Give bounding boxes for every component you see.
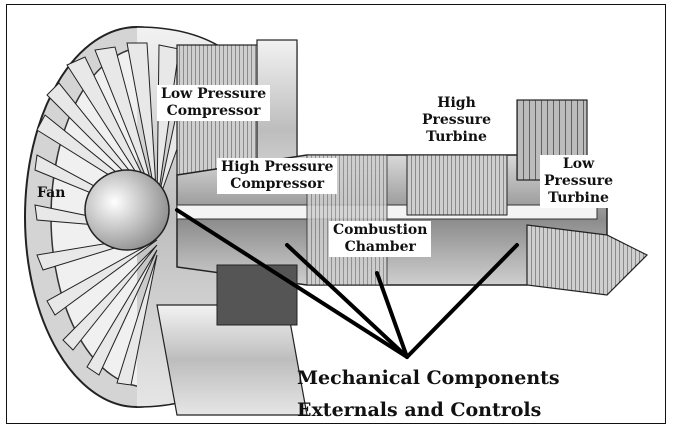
label-lpt-line3: Turbine bbox=[544, 190, 613, 207]
caption-mechanical-components: Mechanical Components bbox=[297, 367, 560, 389]
label-lpt-line1: Low bbox=[544, 156, 613, 173]
label-cc-line1: Combustion bbox=[333, 222, 427, 239]
label-fan-text: Fan bbox=[37, 185, 65, 201]
fan-spinner bbox=[85, 170, 169, 250]
label-hpc-line2: Compressor bbox=[221, 176, 333, 193]
label-hpt-line1: High bbox=[422, 95, 491, 112]
label-lpc-line2: Compressor bbox=[161, 103, 266, 120]
label-high-pressure-turbine: High Pressure Turbine bbox=[422, 95, 491, 146]
label-hpt-line2: Pressure bbox=[422, 112, 491, 129]
diagram-frame: Fan Low Pressure Compressor High Pressur… bbox=[6, 4, 666, 424]
label-fan: Fan bbox=[37, 185, 65, 202]
label-high-pressure-compressor: High Pressure Compressor bbox=[217, 158, 337, 194]
label-low-pressure-turbine: Low Pressure Turbine bbox=[540, 155, 617, 208]
label-low-pressure-compressor: Low Pressure Compressor bbox=[157, 85, 270, 121]
label-hpt-line3: Turbine bbox=[422, 129, 491, 146]
high-pressure-turbine bbox=[407, 155, 507, 215]
label-lpt-line2: Pressure bbox=[544, 173, 613, 190]
label-cc-line2: Chamber bbox=[333, 239, 427, 256]
caption-externals-and-controls: Externals and Controls bbox=[297, 399, 541, 421]
engine-cutaway-illustration bbox=[7, 5, 666, 424]
label-hpc-line1: High Pressure bbox=[221, 159, 333, 176]
label-combustion-chamber: Combustion Chamber bbox=[329, 221, 431, 257]
label-lpc-line1: Low Pressure bbox=[161, 86, 266, 103]
